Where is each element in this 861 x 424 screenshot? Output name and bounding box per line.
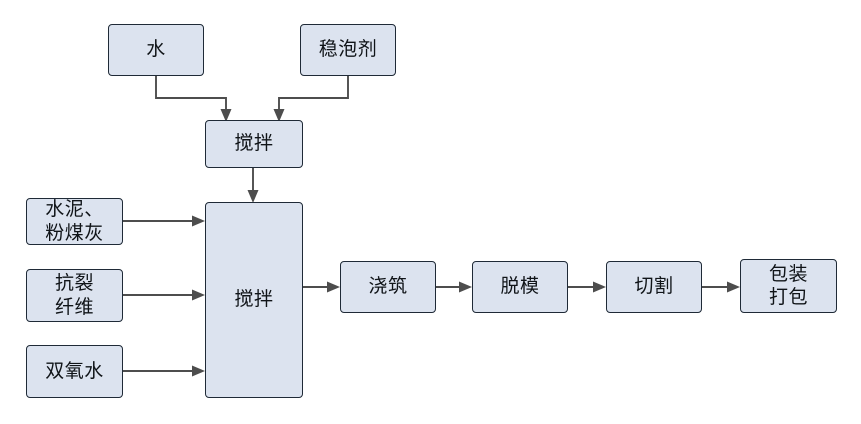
node-foam-stabilizer[interactable]: 稳泡剂 <box>300 24 396 76</box>
node-mixing-stage-1[interactable]: 搅拌 <box>205 120 303 168</box>
edge-stabilizer-to-mix1 <box>273 76 349 122</box>
node-cutting[interactable]: 切割 <box>606 261 702 313</box>
node-packaging[interactable]: 包装 打包 <box>740 259 837 313</box>
node-casting[interactable]: 浇筑 <box>340 261 436 313</box>
edge-mix1-to-mix2 <box>247 168 259 203</box>
edge-water-to-mix1 <box>155 76 232 122</box>
edge-fiber-to-mix2 <box>123 289 205 301</box>
node-demolding[interactable]: 脱模 <box>472 261 568 313</box>
edge-demolding-to-cutting <box>568 281 606 293</box>
edge-cement-to-mix2 <box>123 215 205 227</box>
edge-peroxide-to-mix2 <box>123 365 205 377</box>
node-water[interactable]: 水 <box>108 24 204 76</box>
node-hydrogen-peroxide[interactable]: 双氧水 <box>26 345 123 398</box>
edge-mix2-to-casting <box>303 281 340 293</box>
edge-cutting-to-packaging <box>702 281 740 293</box>
edge-casting-to-demolding <box>436 281 472 293</box>
node-mixing-stage-2[interactable]: 搅拌 <box>205 202 303 398</box>
node-cement-fly-ash[interactable]: 水泥、 粉煤灰 <box>26 198 123 245</box>
node-anti-crack-fiber[interactable]: 抗裂 纤维 <box>26 269 123 322</box>
